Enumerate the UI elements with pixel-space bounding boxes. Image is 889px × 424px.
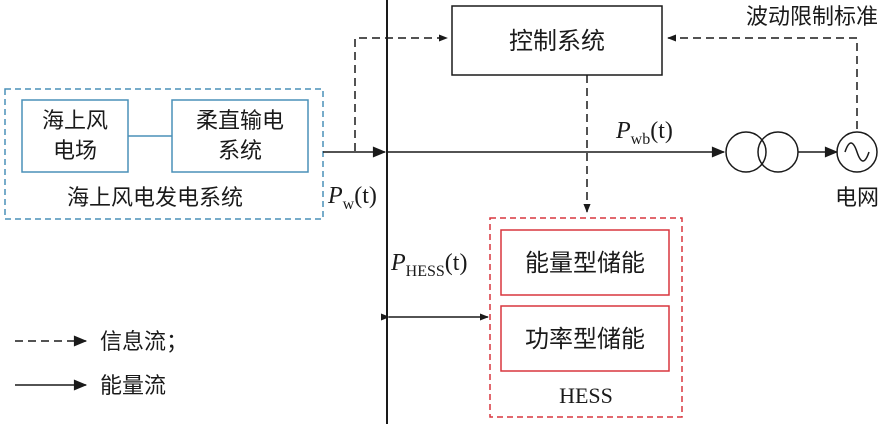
offshore-system-caption: 海上风电发电系统 bbox=[67, 186, 243, 211]
legend-energy-flow-label: 能量流 bbox=[100, 374, 166, 399]
energy-storage-label: 能量型储能 bbox=[525, 249, 645, 277]
energy-storage-box bbox=[500, 229, 670, 296]
pw-arg: (t) bbox=[354, 183, 377, 209]
phess-symbol: P bbox=[390, 250, 406, 276]
pwb-arg: (t) bbox=[650, 118, 673, 144]
transformer-icon bbox=[725, 131, 799, 173]
wind-farm-label-line2: 电场 bbox=[53, 139, 97, 164]
fluctuation-standard-label: 波动限制标准 bbox=[746, 5, 878, 30]
hess-border bbox=[489, 217, 683, 418]
hess-system: 能量型储能 功率型储能 HESS bbox=[489, 217, 683, 418]
power-storage-label: 功率型储能 bbox=[525, 325, 645, 353]
pwb-symbol: P bbox=[615, 118, 631, 144]
grid-ac-source-icon bbox=[836, 131, 878, 173]
hvdc-box bbox=[171, 99, 309, 173]
pwb-subscript: wb bbox=[631, 131, 651, 148]
phess-label: PHESS(t) bbox=[390, 250, 467, 280]
power-storage-box bbox=[500, 305, 670, 372]
grid-label: 电网 bbox=[835, 186, 879, 211]
pw-symbol: P bbox=[327, 183, 343, 209]
hvdc-label-line1: 柔直输电 bbox=[196, 109, 284, 134]
offshore-system-border bbox=[4, 88, 324, 220]
legend: 信息流； 能量流 bbox=[15, 330, 188, 399]
phess-arg: (t) bbox=[445, 250, 468, 276]
hvdc-label-line2: 系统 bbox=[218, 139, 262, 164]
hess-caption: HESS bbox=[559, 383, 613, 408]
info-flow-to-control bbox=[354, 34, 448, 151]
phess-subscript: HESS bbox=[406, 263, 445, 280]
control-system-box bbox=[451, 5, 663, 76]
pw-label: Pw(t) bbox=[327, 183, 377, 213]
offshore-wind-system: 海上风 电场 柔直输电 系统 海上风电发电系统 bbox=[4, 88, 324, 220]
legend-info-flow-label: 信息流； bbox=[100, 330, 188, 355]
wind-farm-label-line1: 海上风 bbox=[42, 109, 108, 134]
pw-subscript: w bbox=[343, 196, 355, 213]
info-flow-standard-to-control bbox=[667, 34, 858, 129]
control-system-label: 控制系统 bbox=[509, 27, 605, 55]
pwb-label: Pwb(t) bbox=[615, 118, 673, 148]
